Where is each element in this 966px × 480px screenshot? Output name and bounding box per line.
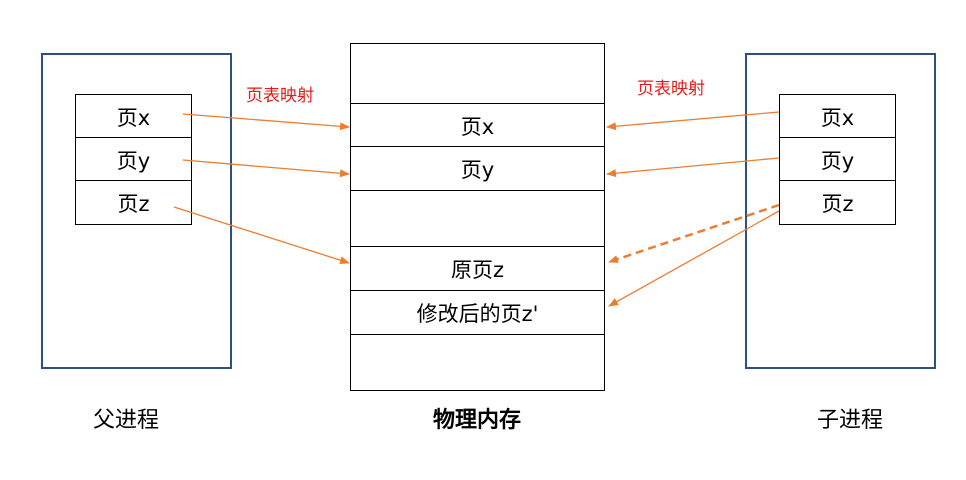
memory-slot-page-y: 页y bbox=[350, 146, 605, 192]
memory-slot-modified-page-z: 修改后的页z' bbox=[350, 290, 605, 336]
memory-slot-bottom bbox=[350, 334, 605, 391]
child-process-title: 子进程 bbox=[816, 408, 883, 433]
memory-slot-empty bbox=[350, 190, 605, 248]
physical-memory-title: 物理内存 bbox=[432, 408, 521, 433]
mapping-label-right: 页表映射 bbox=[637, 79, 705, 99]
arrow-child-z-modified bbox=[608, 210, 780, 307]
arrow-child-y bbox=[606, 157, 780, 178]
arrow-parent-x bbox=[182, 113, 350, 131]
arrow-child-z-original-dashed bbox=[608, 203, 780, 264]
memory-slot-page-x: 页x bbox=[350, 103, 605, 148]
child-process-box bbox=[745, 53, 936, 369]
mapping-label-left: 页表映射 bbox=[246, 86, 314, 106]
arrow-parent-z bbox=[173, 206, 350, 265]
parent-page-z: 页z bbox=[75, 180, 192, 225]
parent-process-title: 父进程 bbox=[92, 408, 159, 433]
child-page-z: 页z bbox=[779, 180, 896, 225]
parent-process-box bbox=[41, 53, 232, 369]
arrow-parent-y bbox=[182, 159, 350, 178]
arrow-child-x bbox=[606, 111, 780, 131]
